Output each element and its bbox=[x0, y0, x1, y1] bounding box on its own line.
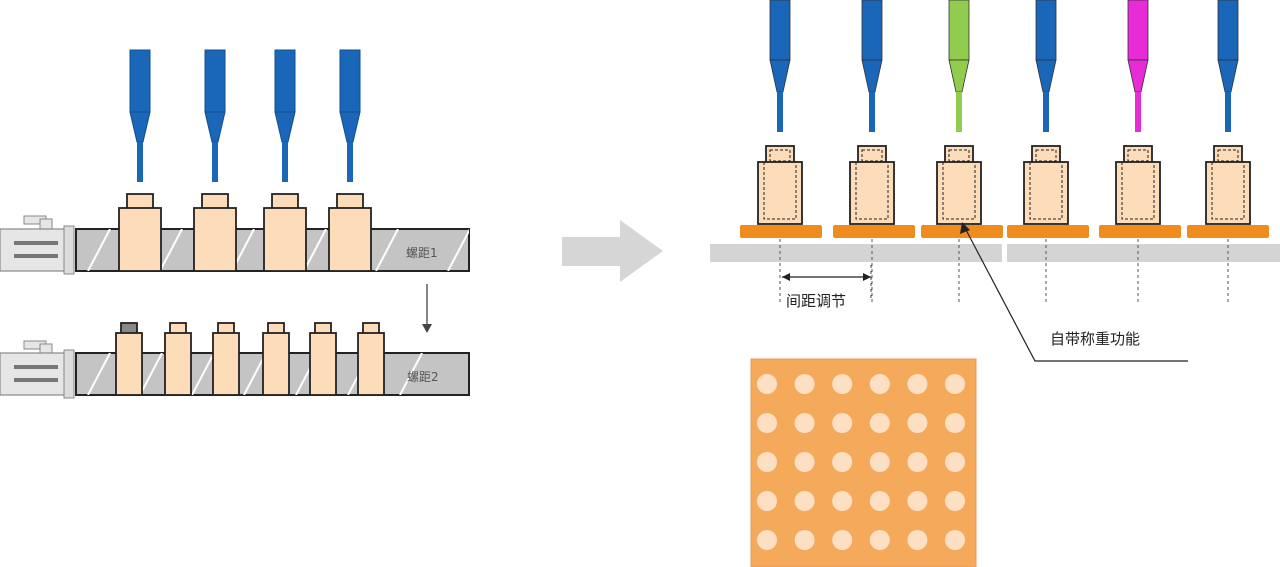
well bbox=[907, 413, 928, 433]
well bbox=[832, 452, 853, 472]
well-plate bbox=[750, 358, 977, 567]
container-top-3 bbox=[263, 193, 307, 272]
top-nozzles bbox=[129, 49, 361, 182]
tray-5 bbox=[1099, 225, 1181, 238]
well bbox=[869, 491, 890, 511]
weighing-label: 自带称重功能 bbox=[1050, 330, 1140, 348]
well bbox=[907, 452, 928, 472]
well bbox=[757, 530, 777, 550]
motor-top bbox=[0, 215, 75, 275]
tray-6 bbox=[1187, 225, 1269, 238]
top-assembly: 螺距1 bbox=[0, 49, 470, 275]
container-bottom-6 bbox=[357, 322, 385, 396]
container-bottom-2 bbox=[164, 322, 192, 396]
conveyor-right bbox=[1007, 244, 1280, 262]
well bbox=[832, 413, 853, 433]
dispense-nozzle-1 bbox=[769, 0, 791, 132]
rail-top-containers bbox=[118, 193, 372, 272]
container-bottom-5 bbox=[309, 322, 337, 396]
container-top-1 bbox=[118, 193, 162, 272]
well bbox=[757, 374, 777, 394]
dispense-nozzle-3 bbox=[948, 0, 970, 132]
right-nozzles bbox=[769, 0, 1239, 132]
vial-6 bbox=[1205, 145, 1251, 225]
dispense-nozzle-6 bbox=[1217, 0, 1239, 132]
dispensing-station: 间距调节 自带称重功能 bbox=[710, 0, 1280, 362]
container-bottom-4 bbox=[262, 322, 290, 396]
dispense-nozzle-2 bbox=[861, 0, 883, 132]
vial-2 bbox=[849, 145, 895, 225]
tray-4 bbox=[1007, 225, 1089, 238]
spacing-dimension bbox=[782, 265, 872, 300]
spacing-adjust-label: 间距调节 bbox=[786, 292, 846, 310]
pitch1-label: 螺距1 bbox=[406, 246, 438, 260]
vial-3 bbox=[936, 145, 982, 225]
well bbox=[794, 413, 815, 433]
container-bottom-1 bbox=[115, 322, 143, 396]
vial-1 bbox=[757, 145, 803, 225]
vial-5 bbox=[1115, 145, 1161, 225]
container-top-4 bbox=[328, 193, 372, 272]
dispense-nozzle-4 bbox=[1035, 0, 1057, 132]
well bbox=[869, 374, 890, 394]
vial-4 bbox=[1023, 145, 1069, 225]
tray-2 bbox=[833, 225, 915, 238]
weighing-trays bbox=[740, 225, 1269, 238]
well bbox=[945, 530, 965, 550]
well bbox=[794, 530, 815, 550]
well bbox=[832, 374, 853, 394]
well bbox=[907, 530, 928, 550]
well bbox=[869, 413, 890, 433]
well bbox=[794, 452, 815, 472]
dispense-nozzle-5 bbox=[1127, 0, 1149, 132]
conveyor-left bbox=[710, 244, 1002, 262]
well bbox=[945, 374, 965, 394]
weighing-leader bbox=[960, 222, 1188, 362]
well bbox=[757, 491, 777, 511]
well bbox=[869, 530, 890, 550]
well bbox=[945, 413, 965, 433]
well bbox=[794, 374, 815, 394]
right-containers bbox=[757, 145, 1251, 225]
well bbox=[757, 452, 777, 472]
dashed-guides bbox=[779, 233, 1229, 302]
well bbox=[832, 530, 853, 550]
rail-bottom-containers bbox=[115, 322, 385, 396]
well bbox=[757, 413, 777, 433]
container-bottom-3 bbox=[212, 322, 240, 396]
well bbox=[794, 491, 815, 511]
nozzle-4 bbox=[339, 49, 361, 182]
well bbox=[907, 374, 928, 394]
transition-arrow bbox=[562, 220, 663, 282]
well bbox=[945, 491, 965, 511]
container-top-2 bbox=[193, 193, 237, 272]
bottom-assembly: 螺距2 bbox=[0, 322, 470, 399]
well bbox=[907, 491, 928, 511]
down-arrow bbox=[422, 284, 432, 333]
tray-1 bbox=[740, 225, 822, 238]
nozzle-2 bbox=[204, 49, 226, 182]
well bbox=[869, 452, 890, 472]
nozzle-3 bbox=[274, 49, 296, 182]
well bbox=[832, 491, 853, 511]
nozzle-1 bbox=[129, 49, 151, 182]
motor-bottom bbox=[0, 340, 75, 399]
well bbox=[945, 452, 965, 472]
pitch2-label: 螺距2 bbox=[407, 370, 439, 384]
